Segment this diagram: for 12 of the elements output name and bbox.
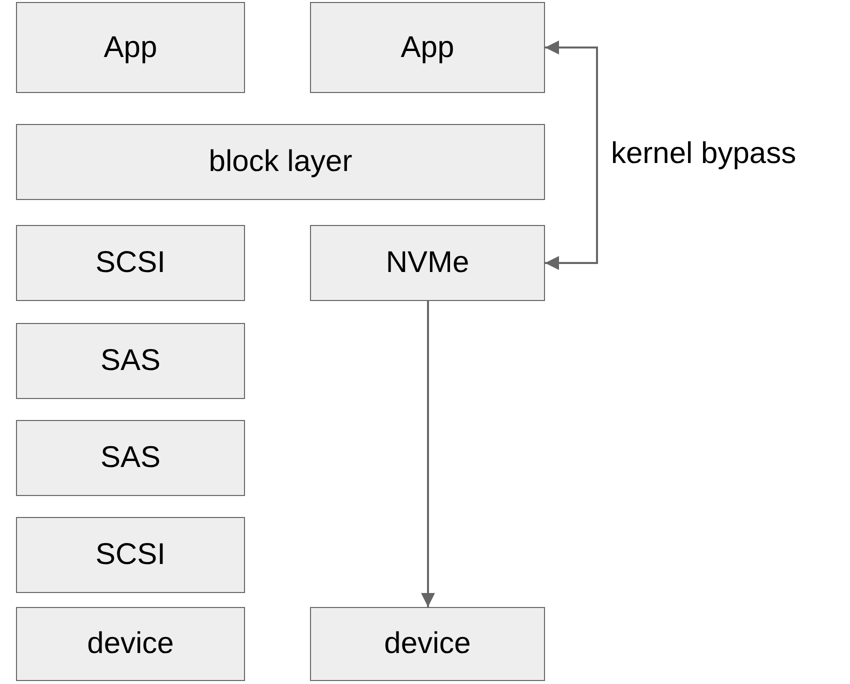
layer-box: App bbox=[16, 2, 245, 93]
layer-box: NVMe bbox=[310, 225, 545, 301]
layer-box: SCSI bbox=[16, 517, 245, 593]
layer-box: device bbox=[310, 607, 545, 681]
layer-box: SAS bbox=[16, 420, 245, 496]
layer-box: SCSI bbox=[16, 225, 245, 301]
layer-box: device bbox=[16, 607, 245, 681]
arrow bbox=[421, 301, 435, 607]
layer-box: block layer bbox=[16, 124, 545, 200]
arrow bbox=[545, 40, 598, 270]
layer-box: App bbox=[310, 2, 545, 93]
layer-box: SAS bbox=[16, 323, 245, 399]
